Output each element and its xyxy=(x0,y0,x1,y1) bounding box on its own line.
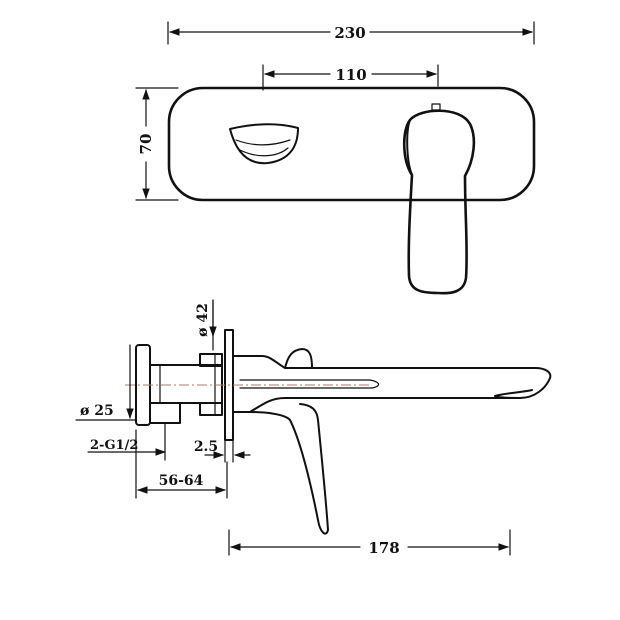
dimension-center-distance: 110 xyxy=(262,64,439,91)
dimension-label-110: 110 xyxy=(335,66,366,84)
dimension-label-70: 70 xyxy=(137,134,155,155)
spout-side xyxy=(232,355,552,413)
dimension-wall-depth: 56-64 xyxy=(135,429,228,499)
dimension-plate-thickness: 2.5 xyxy=(194,439,251,463)
dimension-label-178: 178 xyxy=(368,539,399,557)
dimension-overall-width: 230 xyxy=(167,21,535,45)
dimension-spout-reach: 178 xyxy=(228,529,511,557)
spout-outlet-front xyxy=(229,123,299,165)
lever-handle-front xyxy=(402,103,476,295)
dimension-outlet-diameter: ø 25 xyxy=(75,344,137,421)
dimension-label-thread: 2-G1/2 xyxy=(90,438,138,453)
dimension-label-d42: ø 42 xyxy=(195,303,211,337)
dimension-label-56-64: 56-64 xyxy=(159,473,204,489)
lever-side xyxy=(249,348,329,535)
front-view: 230 110 70 xyxy=(135,21,536,295)
dimension-body-diameter: ø 42 xyxy=(195,299,217,351)
dimension-thread: 2-G1/2 xyxy=(87,422,167,461)
wall-plate-front xyxy=(167,86,536,202)
dimension-label-230: 230 xyxy=(334,24,365,42)
side-view: ø 42 ø 25 xyxy=(75,299,552,557)
rough-in-body xyxy=(135,344,223,426)
dimension-label-2-5: 2.5 xyxy=(194,439,218,455)
dimension-plate-height: 70 xyxy=(135,87,179,201)
dimension-label-d25: ø 25 xyxy=(80,403,114,419)
